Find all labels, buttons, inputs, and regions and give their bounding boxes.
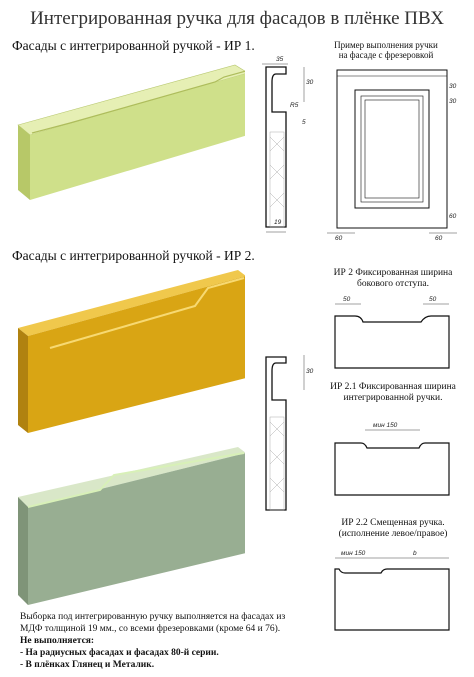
profile1-gap-dim: 5	[302, 119, 306, 126]
variant-ir22-left-dim: мин 150	[341, 550, 366, 557]
example-caption-line1: Пример выполнения ручки	[334, 40, 438, 50]
page-title: Интегрированная ручка для фасадов в плён…	[30, 8, 444, 29]
variant-ir22-right-dim: b	[413, 550, 417, 557]
variant-ir2-caption-line1: ИР 2 Фиксированная ширина	[333, 268, 453, 278]
profile2-drawing: 30	[265, 355, 314, 511]
variant-ir22-caption: ИР 2.2 Смещенная ручка. (исполнение лево…	[318, 518, 468, 540]
example-top-dim: 30	[449, 83, 457, 90]
variant-ir2-caption: ИР 2 Фиксированная ширина бокового отсту…	[318, 268, 468, 290]
profile1-height-dim: 30	[306, 79, 314, 86]
variant-ir22-caption-line1: ИР 2.2 Смещенная ручка.	[341, 518, 445, 528]
profile1-drawing: 35 30 R5 5 19	[262, 56, 314, 233]
section2-heading: Фасады с интегрированной ручкой - ИР 2.	[12, 248, 255, 263]
notes-line3: Не выполняется:	[20, 636, 95, 646]
variant-ir21-caption-line2: интегрированной ручки.	[343, 393, 443, 403]
notes-line5: - В плёнках Глянец и Металик.	[20, 660, 155, 670]
variant-ir22-drawing: мин 150 b	[334, 550, 450, 631]
variant-ir22-caption-line2: (исполнение левое/правое)	[338, 529, 448, 539]
variant-ir2-drawing: 50 50	[334, 296, 450, 369]
example-caption: Пример выполнения ручки на фасаде с фрез…	[322, 40, 450, 60]
profile2-height-dim: 30	[306, 368, 314, 375]
variant-ir21-drawing: мин 150	[334, 422, 450, 496]
yellow-panel-illustration	[18, 270, 245, 433]
variant-ir2-caption-line2: бокового отступа.	[357, 279, 429, 289]
notes-line4: - На радиусных фасадах и фасадах 80-й се…	[20, 648, 219, 658]
example-right-top-dim: 30	[449, 98, 457, 105]
example-right-bottom-dim: 60	[449, 213, 457, 220]
green-panel-illustration	[17, 64, 245, 200]
section1-heading: Фасады с интегрированной ручкой - ИР 1.	[12, 38, 255, 53]
example-caption-line2: на фасаде с фрезеровкой	[338, 50, 434, 60]
variant-ir21-dim: мин 150	[373, 422, 398, 429]
example-drawing: 30 30 60 60 60	[327, 69, 457, 242]
variant-ir21-caption: ИР 2.1 Фиксированная ширина интегрирован…	[318, 382, 468, 404]
variant-ir21-caption-line1: ИР 2.1 Фиксированная ширина	[330, 382, 456, 392]
variant-ir2-right-dim: 50	[429, 296, 437, 303]
notes-line1: Выборка под интегрированную ручку выполн…	[20, 612, 286, 622]
notes-block: Выборка под интегрированную ручку выполн…	[20, 611, 320, 671]
profile1-radius-dim: R5	[290, 102, 299, 109]
variant-ir2-left-dim: 50	[343, 296, 351, 303]
example-bottom-right-dim: 60	[435, 235, 443, 242]
example-bottom-left-dim: 60	[335, 235, 343, 242]
notes-line2: МДФ толщиной 19 мм., со всеми фрезеровка…	[20, 624, 281, 634]
profile1-width-dim: 35	[276, 56, 284, 63]
sage-panel-illustration	[18, 447, 245, 605]
profile1-thickness-dim: 19	[274, 219, 282, 226]
